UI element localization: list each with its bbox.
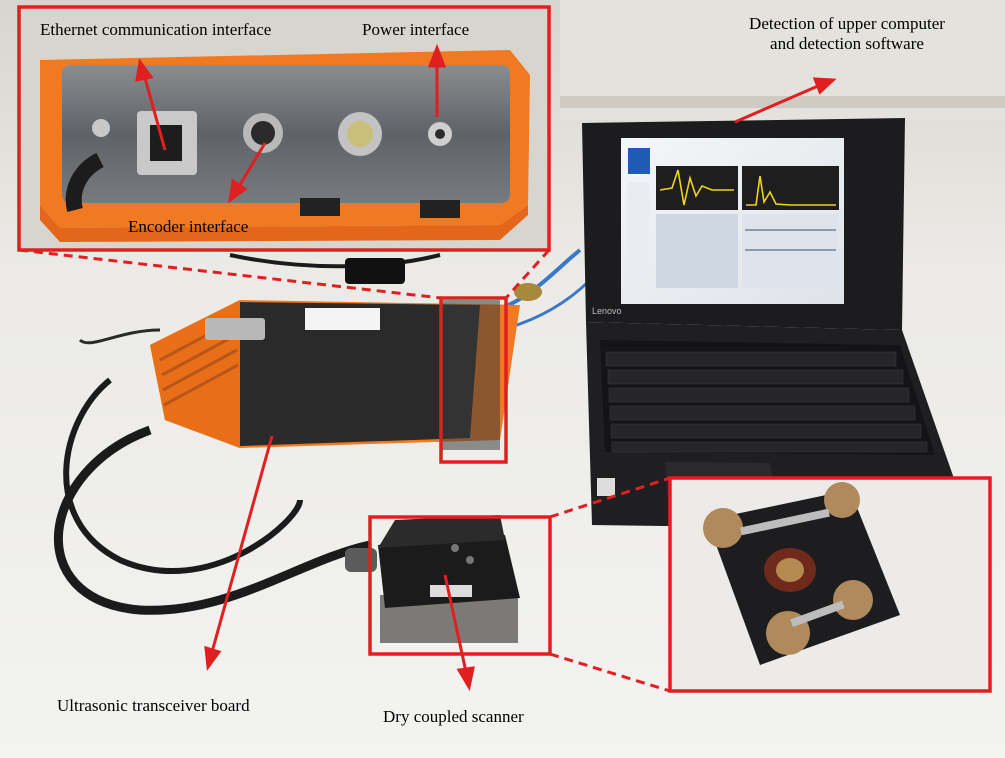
dashed-connectors bbox=[18, 248, 671, 693]
signal-cable bbox=[63, 377, 303, 575]
label-upper-computer-line1: Detection of upper computer bbox=[749, 14, 945, 33]
scanner-device bbox=[345, 515, 520, 643]
arrows bbox=[135, 43, 837, 692]
rear-panel-frame bbox=[17, 5, 551, 252]
ethernet-plug bbox=[205, 318, 265, 340]
power-adapter bbox=[345, 258, 405, 284]
scanner-closeup-frame bbox=[668, 476, 992, 693]
label-transceiver-board: Ultrasonic transceiver board bbox=[57, 696, 250, 715]
keyboard-keys bbox=[605, 351, 928, 453]
scanner-frame bbox=[368, 515, 552, 656]
label-upper-computer-line2: and detection software bbox=[770, 33, 924, 53]
couplant-disc bbox=[514, 283, 542, 301]
rear-port-frame bbox=[439, 296, 508, 464]
label-dry-coupled-scanner: Dry coupled scanner bbox=[383, 707, 524, 726]
label-upper-computer: Detection of upper computer and detectio… bbox=[708, 14, 986, 53]
label-ethernet-interface: Ethernet communication interface bbox=[40, 20, 272, 39]
laptop-brand-text: Lenovo bbox=[592, 306, 622, 316]
probe-cable bbox=[53, 425, 371, 615]
thin-wire bbox=[78, 328, 161, 345]
label-power-interface: Power interface bbox=[362, 20, 470, 39]
inset-scanner-closeup bbox=[670, 478, 990, 691]
highlight-frames bbox=[17, 5, 992, 693]
power-cable bbox=[229, 253, 441, 269]
label-encoder-interface: Encoder interface bbox=[128, 217, 249, 236]
inset-rear-panel bbox=[19, 7, 549, 250]
